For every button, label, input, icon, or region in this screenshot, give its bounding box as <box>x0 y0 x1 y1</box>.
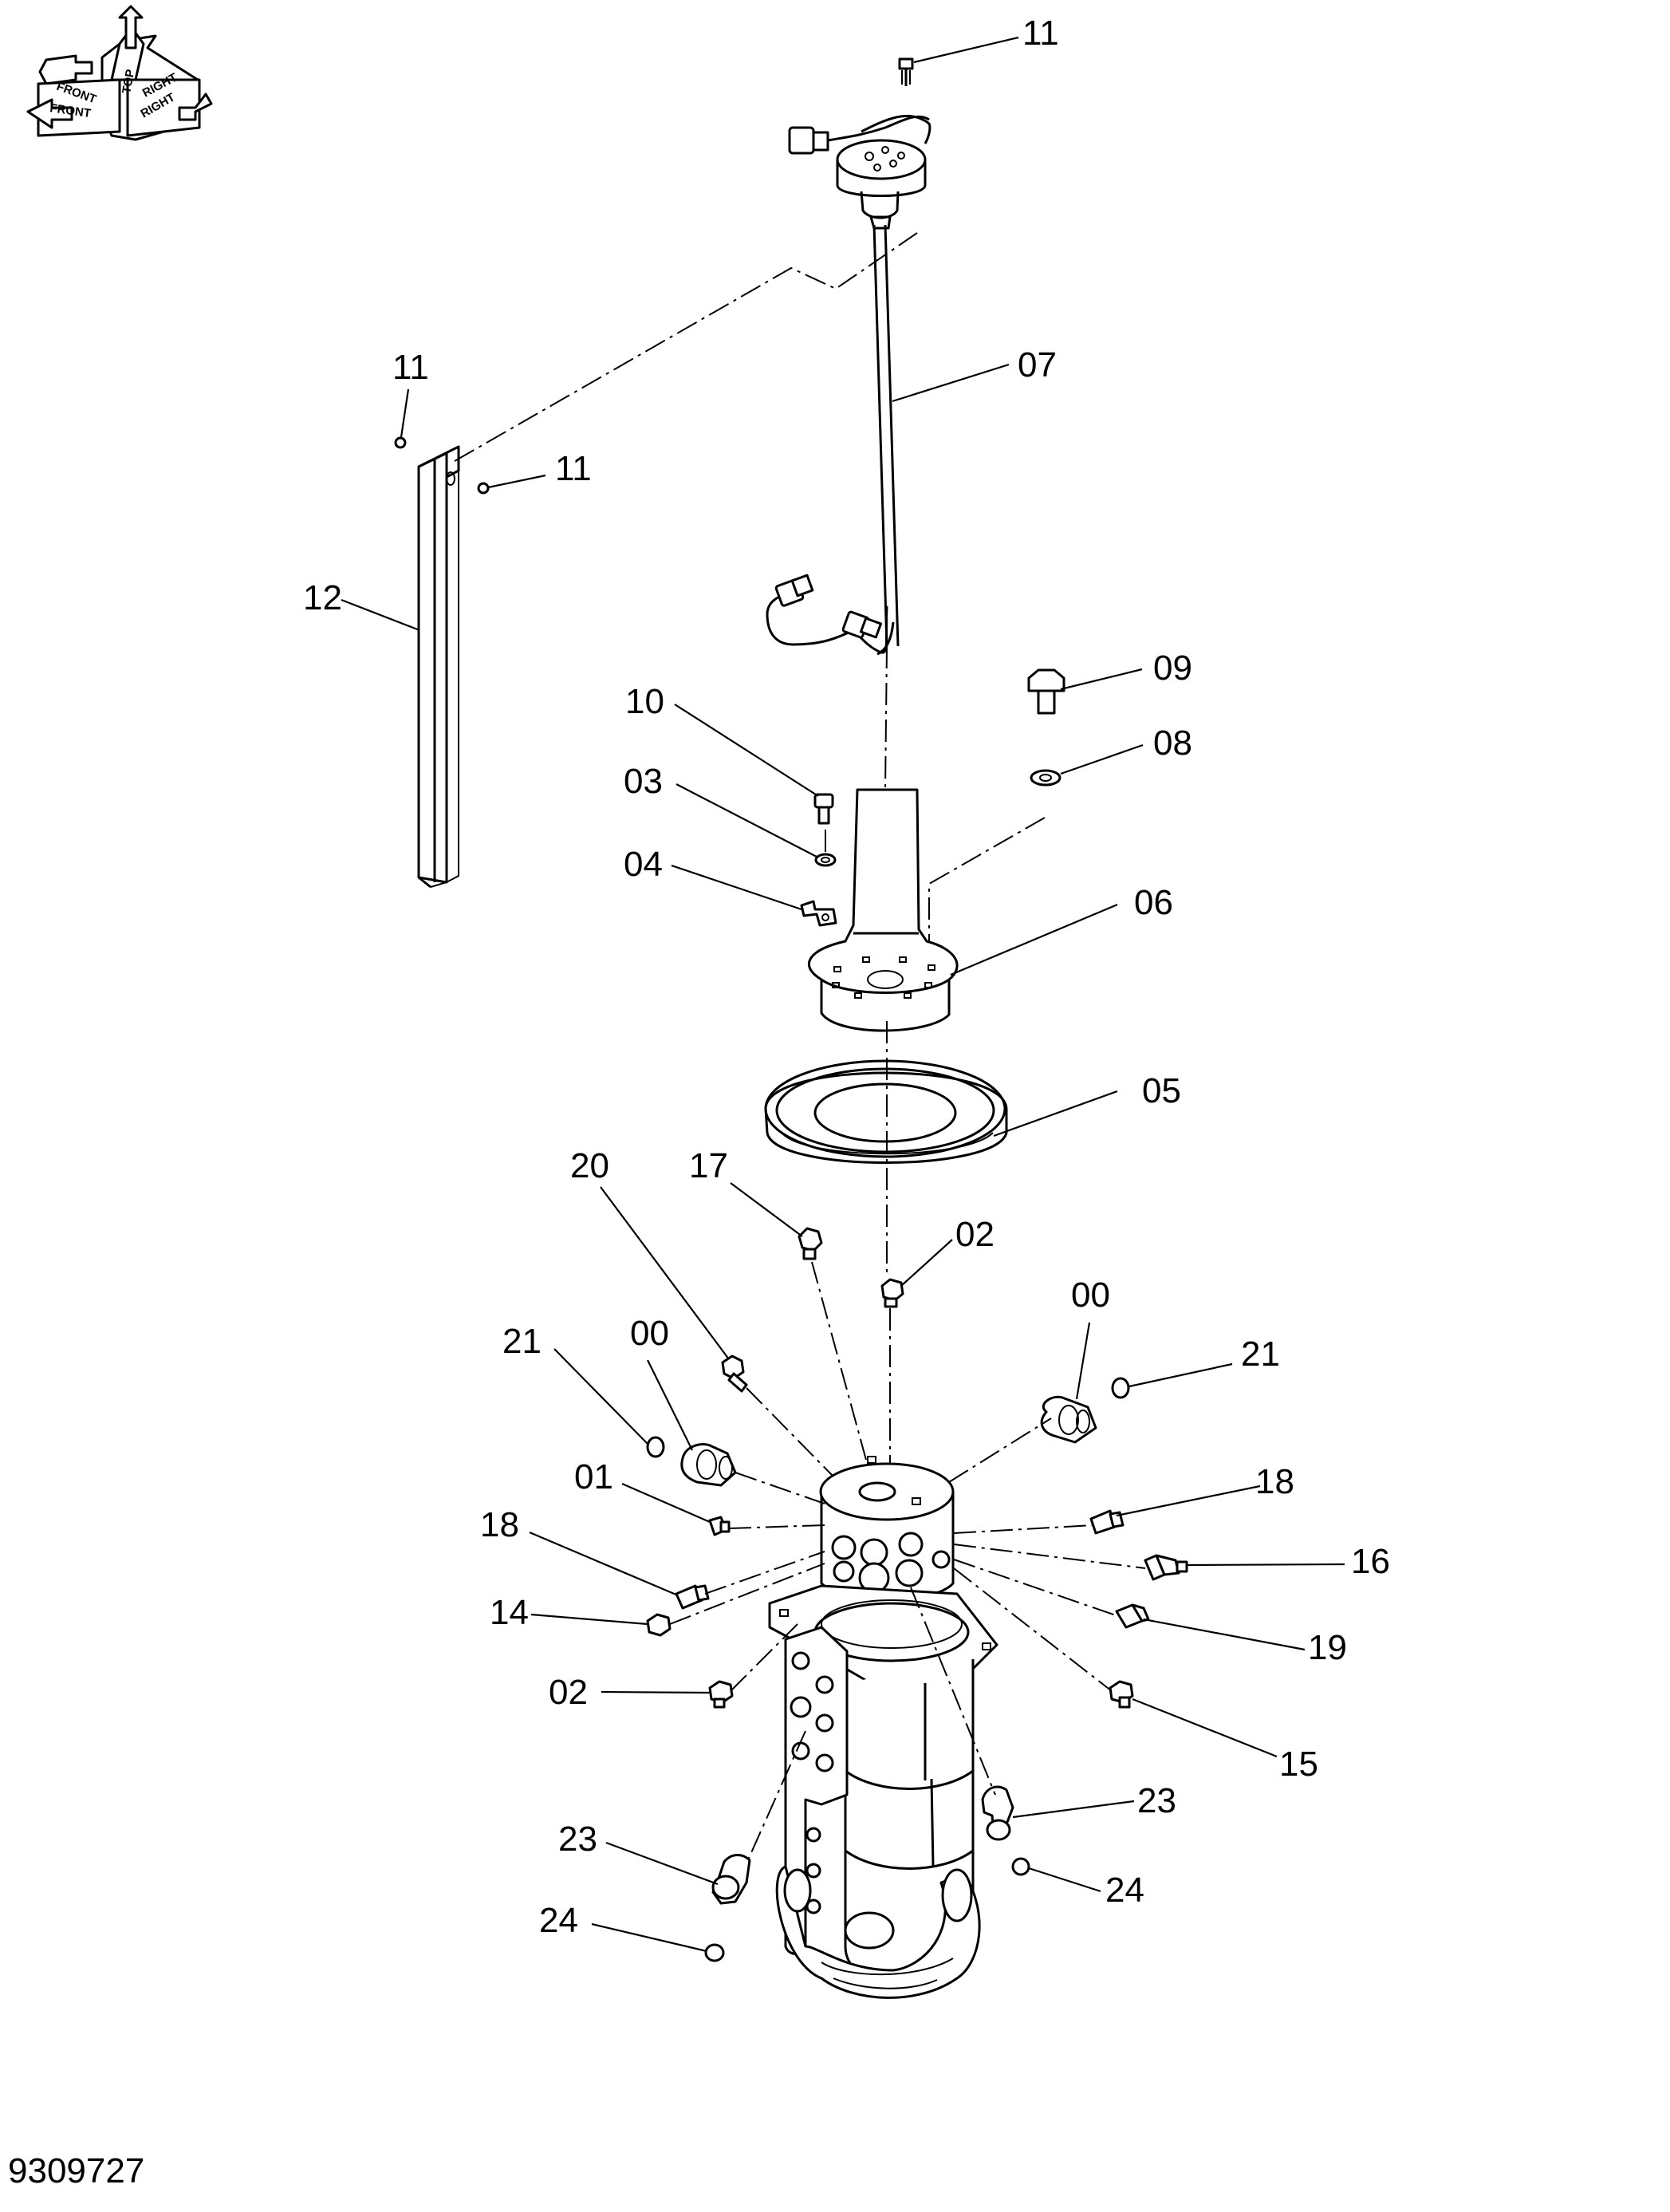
callout-23-left: 23 <box>558 1820 597 1859</box>
part-11-screw-left <box>394 436 407 449</box>
callout-04: 04 <box>624 845 663 884</box>
callout-01: 01 <box>574 1457 613 1496</box>
part-10-screw <box>813 793 834 825</box>
part-16-fitting <box>1144 1554 1188 1581</box>
callout-03: 03 <box>624 762 663 801</box>
callout-15: 15 <box>1279 1745 1318 1784</box>
part-15-plug <box>1109 1680 1134 1709</box>
callout-02-upper: 02 <box>955 1215 995 1254</box>
part-20-fitting <box>721 1354 748 1393</box>
callout-11-right: 11 <box>555 449 592 488</box>
part-24-oring-right <box>1011 1857 1030 1876</box>
part-04-clip <box>800 900 837 927</box>
orientation-arrows-icon: TOP FRONT RIGHT FRONT RIGHT <box>26 5 213 141</box>
drawing-id: 9309727 <box>8 2151 144 2190</box>
part-18-sensor-left <box>675 1584 710 1610</box>
part-06-bracket <box>807 788 959 1032</box>
part-14-plug <box>646 1613 672 1637</box>
part-00-adapter-left <box>680 1443 737 1487</box>
part-01-plug <box>708 1516 731 1536</box>
callout-10: 10 <box>625 682 664 721</box>
callout-19: 19 <box>1308 1628 1347 1667</box>
callout-16: 16 <box>1351 1542 1390 1581</box>
callout-24-left: 24 <box>539 1901 578 1940</box>
callout-00-left: 00 <box>630 1314 669 1353</box>
callout-11-left: 11 <box>392 348 429 387</box>
part-05-seal-ring <box>764 1059 1008 1164</box>
callout-11-top: 11 <box>1022 14 1059 53</box>
callout-18-right: 18 <box>1255 1462 1294 1501</box>
orient-top-label: TOP <box>120 69 137 95</box>
callout-23-right: 23 <box>1137 1781 1176 1820</box>
part-08-washer <box>1030 769 1061 787</box>
callout-05: 05 <box>1142 1071 1181 1110</box>
part-17-plug <box>798 1227 823 1260</box>
leader-lines <box>341 36 1345 1953</box>
callout-00-right: 00 <box>1071 1276 1110 1315</box>
part-02-plug-lower <box>708 1680 734 1709</box>
callout-24-right: 24 <box>1105 1871 1144 1910</box>
callout-07: 07 <box>1018 345 1057 384</box>
assembly-centerlines <box>454 232 1146 1864</box>
callout-02-lower: 02 <box>549 1673 588 1712</box>
callout-21-right: 21 <box>1241 1335 1280 1374</box>
part-23-elbow-right <box>981 1785 1014 1841</box>
part-23-elbow-left <box>711 1854 751 1905</box>
callout-20: 20 <box>570 1146 609 1185</box>
part-07-sensor-harness <box>766 115 931 656</box>
part-21-oring-left <box>646 1436 665 1458</box>
part-11-screw-top <box>898 57 914 86</box>
part-00-adapter-right <box>1040 1395 1097 1444</box>
part-21-oring-right <box>1111 1377 1130 1399</box>
part-03-washer <box>814 853 837 867</box>
part-19-sensor <box>1115 1603 1150 1629</box>
part-12-channel-bar <box>417 445 460 889</box>
swivel-joint-body <box>768 1456 998 1999</box>
part-24-oring-left <box>704 1943 725 1962</box>
part-02-plug-upper <box>880 1278 904 1308</box>
callout-14: 14 <box>490 1593 529 1632</box>
callout-18-left: 18 <box>480 1505 519 1544</box>
callout-06: 06 <box>1134 883 1173 922</box>
part-18-sensor-right <box>1089 1509 1124 1535</box>
callout-08: 08 <box>1153 724 1192 763</box>
callout-17: 17 <box>689 1146 728 1185</box>
part-11-screw-right <box>477 482 490 495</box>
part-09-bolt <box>1027 668 1065 715</box>
callout-labels: 11 07 11 11 12 09 10 08 03 04 06 05 20 1… <box>303 14 1390 1940</box>
callout-09: 09 <box>1153 649 1192 688</box>
callout-21-left: 21 <box>502 1322 542 1361</box>
callout-12: 12 <box>303 578 342 617</box>
